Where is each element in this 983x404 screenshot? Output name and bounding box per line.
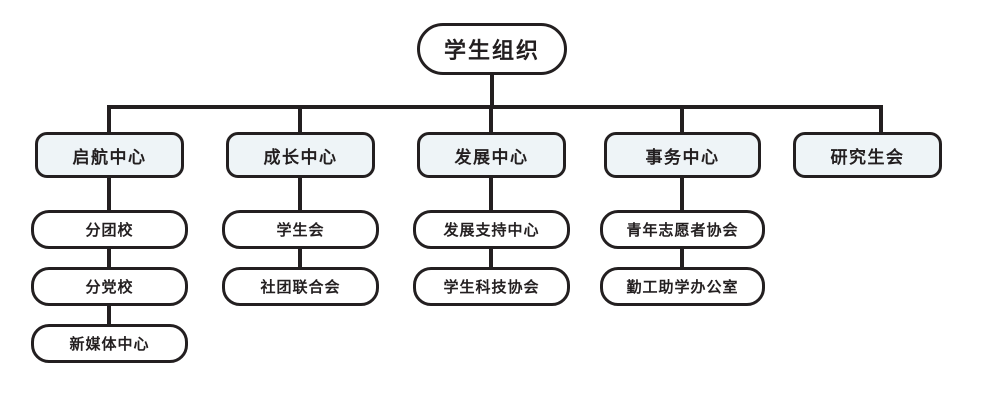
- connector-drop-branch-5: [879, 105, 883, 132]
- connector-branch-4-to-child-2: [680, 249, 684, 267]
- connector-branch-4-to-child-1: [680, 178, 684, 210]
- node-branch-3-child-1[interactable]: 发展支持中心: [413, 210, 570, 249]
- connector-branch-1-to-child-1: [107, 178, 111, 210]
- connector-branch-1-to-child-2: [107, 249, 111, 267]
- node-branch-2-child-2[interactable]: 社团联合会: [222, 267, 379, 306]
- connector-branch-2-to-child-2: [298, 249, 302, 267]
- connector-drop-branch-2: [298, 105, 302, 132]
- node-branch-3[interactable]: 发展中心: [417, 132, 566, 178]
- node-branch-1-child-1[interactable]: 分团校: [31, 210, 188, 249]
- connector-branch-1-to-child-3: [107, 306, 111, 324]
- node-branch-4-child-2[interactable]: 勤工助学办公室: [600, 267, 765, 306]
- node-branch-1[interactable]: 启航中心: [35, 132, 184, 178]
- connector-drop-branch-1: [107, 105, 111, 132]
- node-branch-1-child-2[interactable]: 分党校: [31, 267, 188, 306]
- node-branch-1-child-3[interactable]: 新媒体中心: [31, 324, 188, 363]
- connector-branch-2-to-child-1: [298, 178, 302, 210]
- node-branch-4-child-1[interactable]: 青年志愿者协会: [600, 210, 765, 249]
- node-branch-3-child-2[interactable]: 学生科技协会: [413, 267, 570, 306]
- node-branch-2-child-1[interactable]: 学生会: [222, 210, 379, 249]
- connector-branch-3-to-child-2: [489, 249, 493, 267]
- node-branch-4[interactable]: 事务中心: [604, 132, 761, 178]
- connector-root-stem: [490, 75, 494, 107]
- connector-drop-branch-4: [680, 105, 684, 132]
- connector-drop-branch-3: [489, 105, 493, 132]
- connector-bus-level2: [108, 105, 883, 109]
- node-branch-2[interactable]: 成长中心: [226, 132, 375, 178]
- node-branch-5[interactable]: 研究生会: [793, 132, 942, 178]
- connector-branch-3-to-child-1: [489, 178, 493, 210]
- node-root[interactable]: 学生组织: [417, 23, 567, 75]
